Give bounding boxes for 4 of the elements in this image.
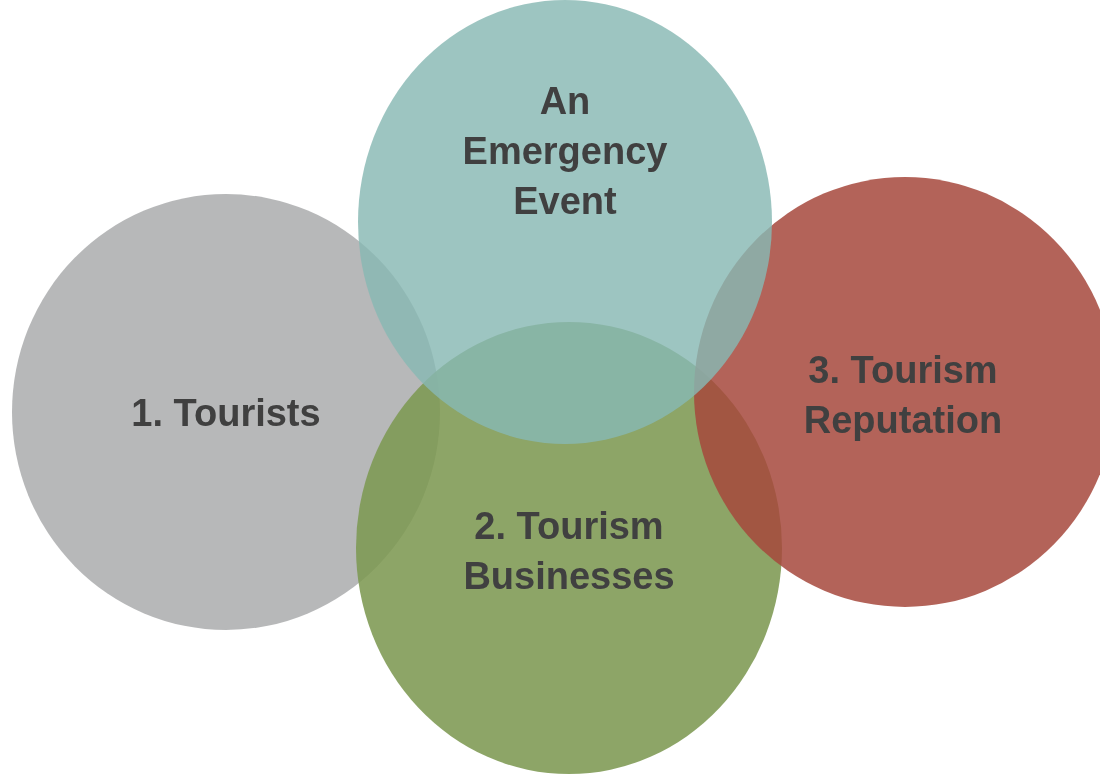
circle-label: An Emergency Event [461,79,669,224]
circle-label: 2. Tourism Businesses [462,504,676,599]
circle-label: 1. Tourists [130,391,322,436]
circle-label: 3. Tourism Reputation [802,348,1004,443]
